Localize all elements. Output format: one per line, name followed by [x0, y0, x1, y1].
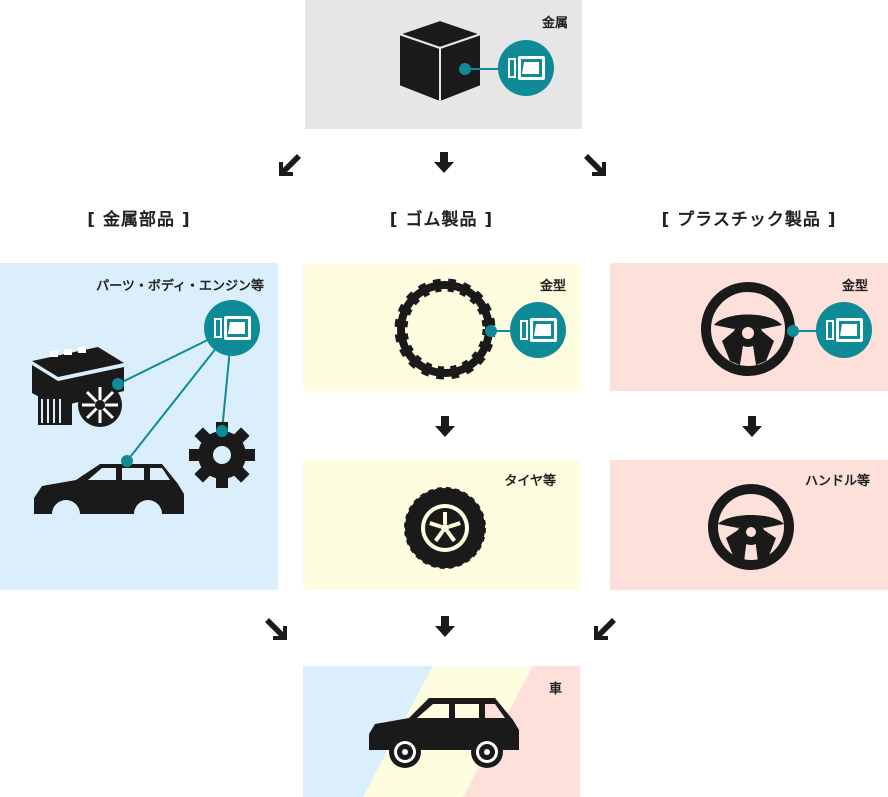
metal-panel: 金属	[305, 0, 582, 129]
arrow-icon	[594, 618, 616, 640]
plastic-mold-label: 金型	[841, 279, 868, 294]
connector-dot	[459, 63, 471, 75]
connector-dot	[112, 378, 124, 390]
rubber-mold-panel: 金型	[303, 263, 580, 391]
machine-icon	[498, 40, 554, 96]
steering-panel: ハンドル等	[610, 460, 888, 590]
metal-parts-panel: パーツ・ボディ・エンジン等	[0, 263, 278, 590]
connector-dot	[121, 455, 133, 467]
car-icon	[369, 698, 519, 768]
heading-metal-parts: [ 金属部品 ]	[87, 210, 191, 230]
tire-label: タイヤ等	[504, 474, 556, 489]
connector-dot	[787, 325, 799, 337]
tire-panel: タイヤ等	[303, 460, 580, 590]
plastic-mold-panel: 金型	[610, 263, 888, 391]
cube-icon	[395, 18, 485, 104]
rubber-mold-label: 金型	[539, 279, 566, 294]
tire-ring-icon	[394, 278, 496, 380]
heading-rubber-products: [ ゴム製品 ]	[389, 210, 494, 230]
car-label: 車	[548, 682, 562, 697]
steering-label: ハンドル等	[804, 474, 870, 489]
heading-plastic-products: [ プラスチック製品 ]	[661, 210, 837, 230]
arrow-icon	[435, 416, 455, 437]
machine-icon	[816, 302, 872, 358]
machine-icon	[510, 302, 566, 358]
connector-dot	[216, 425, 228, 437]
gear-icon	[189, 422, 255, 488]
arrow-icon	[584, 154, 606, 176]
metal-label: 金属	[541, 16, 568, 31]
car-panel: 車	[303, 666, 580, 797]
car-body-icon	[32, 464, 187, 528]
steering-wheel-icon	[701, 282, 795, 376]
arrow-icon	[434, 152, 454, 173]
arrow-icon	[742, 416, 762, 437]
metal-parts-label: パーツ・ボディ・エンジン等	[96, 279, 264, 294]
tire-icon	[404, 487, 486, 569]
steering-wheel-icon	[708, 484, 794, 570]
arrow-icon	[279, 154, 301, 176]
connector-dot	[485, 325, 497, 337]
engine-icon	[32, 347, 124, 427]
arrow-icon	[265, 618, 287, 640]
arrow-icon	[435, 616, 455, 637]
machine-icon	[204, 300, 260, 356]
